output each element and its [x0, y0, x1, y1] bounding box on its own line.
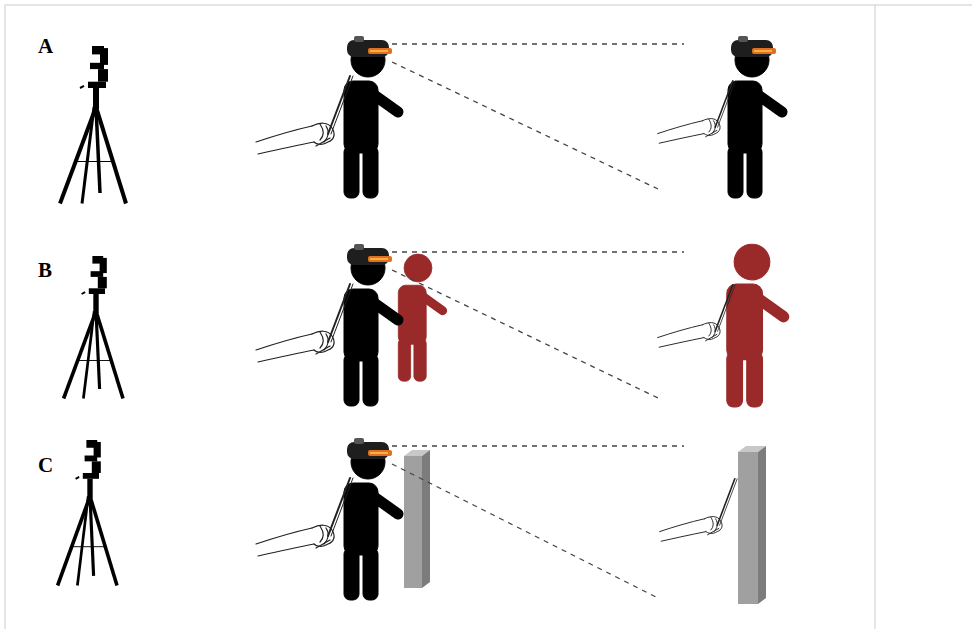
panel-letter: C: [38, 455, 53, 476]
pillar: [738, 446, 766, 604]
pillar: [404, 450, 430, 588]
panel-letter: A: [38, 36, 53, 57]
panel-letter: B: [38, 260, 52, 281]
